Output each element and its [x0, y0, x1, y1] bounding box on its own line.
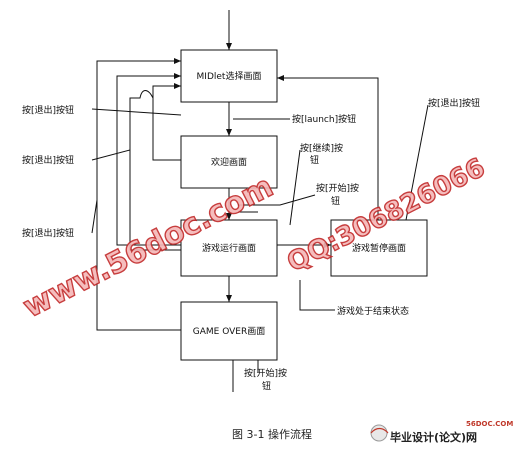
- node-midlet-select: MIDlet选择画面: [180, 49, 278, 103]
- node-running-label: 游戏运行画面: [202, 242, 256, 254]
- node-paused-label: 游戏暂停画面: [352, 242, 406, 254]
- node-gameover-label: GAME OVER画面: [193, 326, 265, 337]
- edge-running-exit-to-select: [116, 73, 181, 246]
- node-welcome-label: 欢迎画面: [211, 156, 247, 168]
- edge-continue: [289, 149, 301, 226]
- edge-labels: 按[退出]按钮 按[退出]按钮 按[退出]按钮 按[退出]按钮 按[launch…: [22, 97, 480, 392]
- edge-exit-left-3: [91, 199, 98, 234]
- branding-domain: 56DOC.COM: [466, 420, 513, 428]
- branding-logo: 56DOC.COM 毕业设计(论文)网: [370, 420, 513, 444]
- edge-paused-exit-to-select: [277, 75, 379, 220]
- label-start-line2: 钮: [331, 195, 340, 207]
- branding-globe-icon: [370, 424, 388, 442]
- figure-caption: 图 3-1 操作流程: [232, 427, 312, 441]
- edge-exit-right: [405, 104, 429, 221]
- label-exit-right: 按[退出]按钮: [428, 97, 480, 109]
- node-gameover: GAME OVER画面: [180, 301, 278, 361]
- node-welcome: 欢迎画面: [180, 135, 278, 189]
- label-exit-left-3: 按[退出]按钮: [22, 227, 74, 239]
- label-launch: 按[launch]按钮: [292, 113, 356, 125]
- label-continue-line2: 钮: [310, 154, 319, 166]
- node-midlet-select-label: MIDlet选择画面: [197, 70, 262, 82]
- label-start-line1: 按[开始]按: [316, 182, 359, 194]
- label-exit-left-1: 按[退出]按钮: [22, 104, 74, 116]
- branding-globe-icon-swoosh: [370, 427, 389, 434]
- branding-name: 毕业设计(论文)网: [390, 430, 477, 444]
- edge-gameover-exit-to-select: [96, 58, 181, 331]
- label-exit-left-2: 按[退出]按钮: [22, 154, 74, 166]
- edge-end-state: [299, 280, 335, 311]
- connector-lines: [91, 10, 429, 392]
- label-start-bottom-line1: 按[开始]按: [244, 367, 287, 379]
- edge-loop-up: [152, 83, 181, 98]
- label-continue-line1: 按[继续]按: [300, 142, 343, 154]
- label-start-bottom-line2: 钮: [262, 380, 271, 392]
- label-end-state: 游戏处于结束状态: [337, 305, 409, 317]
- edge-exit-left-2: [91, 149, 131, 161]
- edge-exit-left-1: [91, 108, 182, 116]
- edge-start-mid: [238, 194, 316, 206]
- node-running: 游戏运行画面: [180, 219, 278, 277]
- node-paused: 游戏暂停画面: [330, 219, 428, 277]
